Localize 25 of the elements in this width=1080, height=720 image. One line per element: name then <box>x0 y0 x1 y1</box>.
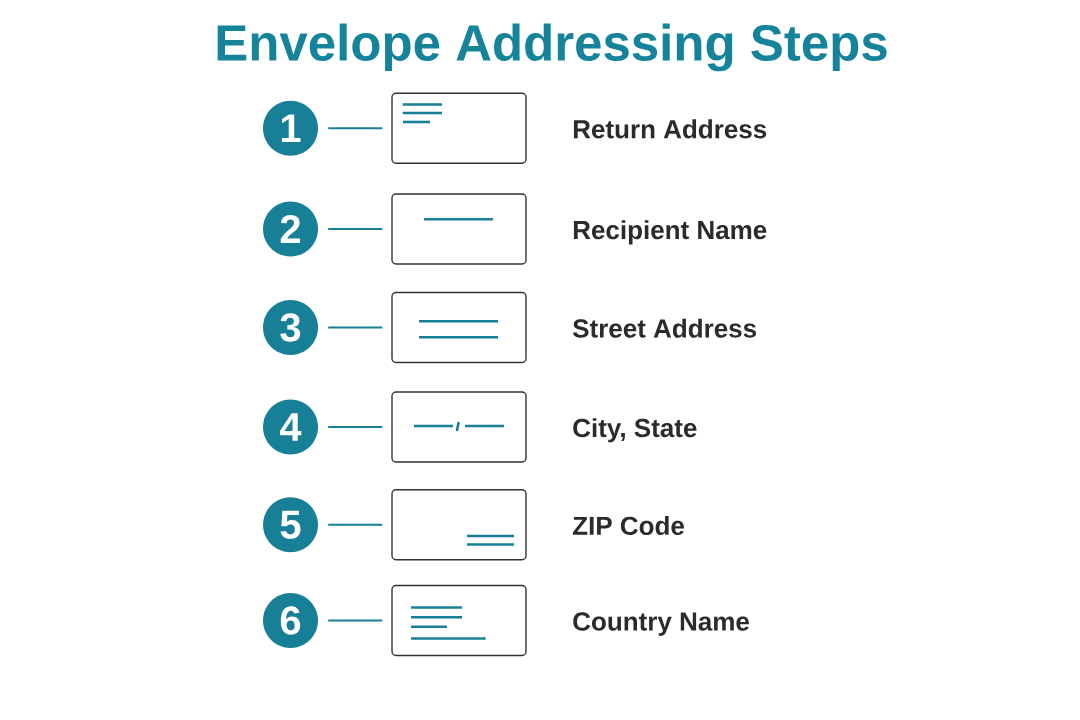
number-badge: 6 <box>263 593 318 648</box>
connector-line <box>327 426 384 428</box>
step-label: ZIP Code <box>572 515 684 536</box>
connector-line <box>327 127 384 130</box>
step-label: Recipient Name <box>573 220 767 245</box>
envelope-icon <box>391 489 527 561</box>
title: Envelope Addressing Steps <box>217 23 887 72</box>
number-badge: 5 <box>263 497 318 553</box>
number-badge: 2 <box>263 201 318 257</box>
envelope-icon <box>391 584 527 657</box>
number-badge: 4 <box>263 399 318 455</box>
step-label: Country Name <box>573 612 749 636</box>
connector-line <box>327 228 384 230</box>
envelope-icon <box>391 92 527 164</box>
connector-line <box>327 326 384 329</box>
step-label: Return Address <box>573 119 767 139</box>
number-badge: 1 <box>263 100 318 156</box>
envelope-icon <box>391 193 527 265</box>
step-label: Street Address <box>572 318 757 338</box>
step-label: City, State <box>573 418 697 443</box>
connector-line <box>327 619 384 622</box>
number-badge: 3 <box>263 300 318 355</box>
envelope-icon <box>391 391 527 463</box>
connector-line <box>327 523 384 526</box>
envelope-icon <box>391 291 527 364</box>
